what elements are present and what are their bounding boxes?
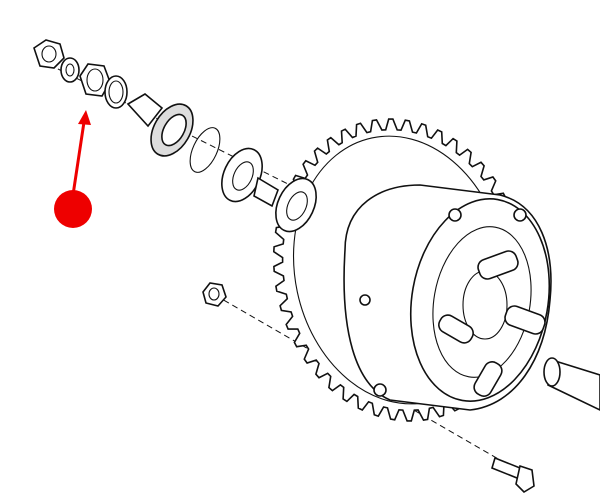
sprocket-bolt [491, 456, 535, 494]
damper-lug [438, 314, 474, 344]
marker-arrow-head-icon [78, 110, 91, 125]
wheel-hub [343, 184, 552, 411]
bearing-spacer [253, 176, 279, 208]
circlip [104, 75, 128, 109]
damper-lug [477, 250, 519, 280]
sprocket-nut [202, 282, 227, 307]
bearing [275, 177, 317, 233]
marker-arrow-line [71, 121, 86, 196]
snap-ring [189, 127, 221, 173]
end-nut [33, 39, 65, 69]
washer [60, 57, 80, 83]
damper-lug [473, 361, 503, 397]
damper-lug [504, 305, 546, 335]
spacer [126, 93, 164, 128]
axle-parts [33, 39, 317, 233]
axle-shaft [543, 357, 600, 411]
red-dot-marker-icon [54, 190, 92, 228]
